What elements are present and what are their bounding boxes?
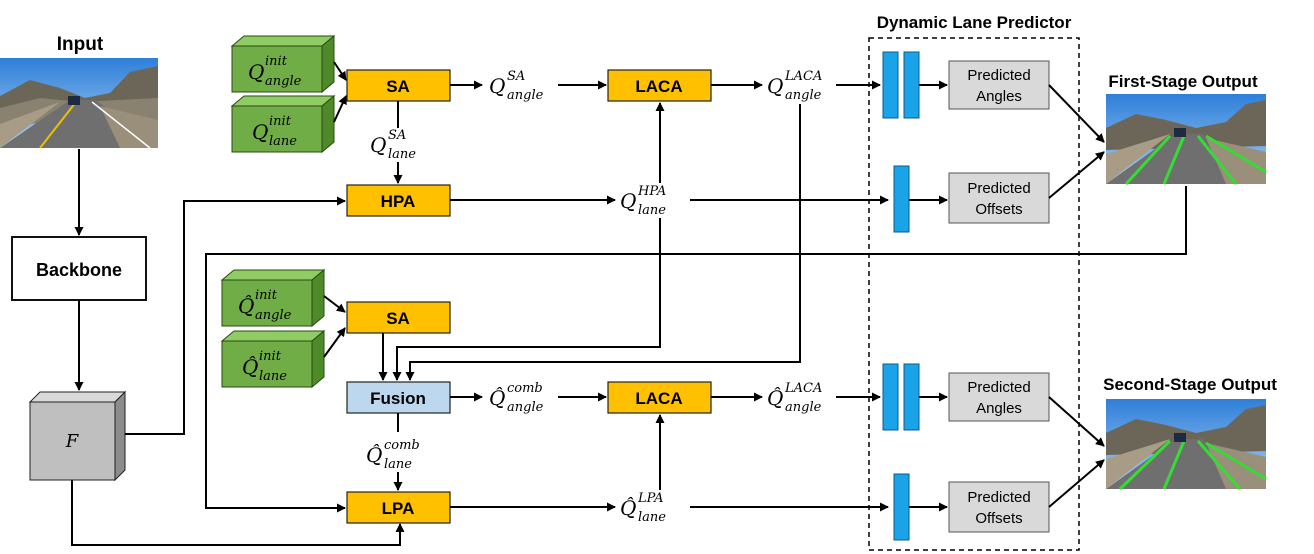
feature-cube	[28, 390, 127, 482]
sa-module-1	[346, 69, 451, 102]
svg-text:LACA: LACA	[784, 69, 822, 84]
fc-bar-angle-1a	[882, 51, 899, 119]
predictor-title: Dynamic Lane Predictor	[877, 13, 1072, 32]
laca-label-2: LACA	[635, 389, 682, 408]
predicted-angles-2-line1: Predicted	[967, 379, 1030, 396]
predicted-offsets-1	[948, 172, 1050, 224]
svg-text:init: init	[265, 54, 288, 69]
svg-text:SA: SA	[507, 69, 525, 84]
q-comb-angle: Q̂ comb angle	[489, 381, 544, 415]
svg-text:angle: angle	[507, 88, 544, 103]
q-comb-lane: Q̂ comb lane	[366, 438, 420, 472]
svg-text:Q̂: Q̂	[767, 386, 783, 410]
svg-text:Q: Q	[370, 133, 386, 157]
q-init-angle-1: Q init angle	[248, 54, 302, 89]
feature-label: F	[65, 431, 80, 452]
svg-text:lane: lane	[638, 510, 666, 525]
predicted-angles-1-line1: Predicted	[967, 67, 1030, 84]
backbone-label: Backbone	[36, 260, 122, 280]
q-laca-angle-1: Q LACA angle	[767, 69, 822, 103]
lpa-module	[346, 491, 451, 524]
query-cube-angle-1	[230, 34, 336, 94]
first-stage-output-image	[1106, 94, 1267, 186]
fc-bar-offset-1	[893, 165, 910, 233]
svg-text:init: init	[259, 349, 282, 364]
query-cube-lane-2	[220, 329, 326, 389]
svg-text:Q: Q	[767, 74, 783, 98]
svg-text:Q: Q	[248, 60, 264, 84]
input-image	[0, 58, 158, 149]
svg-text:angle: angle	[507, 400, 544, 415]
sa-label-2: SA	[386, 309, 410, 328]
second-stage-output-image	[1106, 399, 1267, 491]
q-sa-angle: Q SA angle	[489, 69, 544, 103]
svg-text:SA: SA	[388, 128, 406, 143]
q-sa-lane: Q SA lane	[370, 128, 416, 162]
fc-bar-offset-2	[893, 473, 910, 541]
fusion-module	[346, 381, 451, 414]
predicted-offsets-2-line1: Predicted	[967, 489, 1030, 506]
svg-text:Q̂: Q̂	[366, 443, 382, 467]
fc-bar-angle-2b	[903, 363, 920, 431]
svg-text:lane: lane	[384, 457, 412, 472]
svg-text:init: init	[269, 114, 292, 129]
svg-text:Q: Q	[252, 120, 268, 144]
predicted-angles-1	[948, 60, 1050, 110]
lpa-label: LPA	[382, 499, 415, 518]
predicted-offsets-1-line1: Predicted	[967, 180, 1030, 197]
hpa-module	[346, 184, 451, 217]
q-init-lane-1: Q init lane	[252, 114, 297, 149]
svg-text:HPA: HPA	[637, 184, 666, 199]
svg-text:Q̂: Q̂	[242, 355, 258, 379]
input-label: Input	[57, 34, 104, 55]
first-stage-output-label: First-Stage Output	[1108, 72, 1258, 91]
svg-text:Q: Q	[489, 74, 505, 98]
svg-text:Q̂: Q̂	[620, 496, 636, 520]
svg-text:comb: comb	[384, 438, 420, 453]
sa-label-1: SA	[386, 77, 410, 96]
svg-text:Q̂: Q̂	[489, 386, 505, 410]
q-init-lane-2: Q̂ init lane	[242, 349, 287, 384]
predicted-angles-2-line2: Angles	[976, 400, 1022, 417]
svg-text:comb: comb	[507, 381, 543, 396]
svg-text:lane: lane	[269, 134, 297, 149]
svg-text:init: init	[255, 288, 278, 303]
second-stage-output-label: Second-Stage Output	[1103, 375, 1277, 394]
laca-module-2	[607, 381, 712, 414]
svg-text:Q: Q	[620, 189, 636, 213]
svg-text:LPA: LPA	[637, 491, 664, 506]
predicted-offsets-2	[948, 481, 1050, 533]
q-lpa-lane: Q̂ LPA lane	[620, 491, 666, 525]
dynamic-lane-predictor-box	[868, 37, 1080, 551]
hpa-label: HPA	[381, 192, 416, 211]
query-cube-angle-2	[220, 268, 326, 328]
predicted-angles-1-line2: Angles	[976, 88, 1022, 105]
query-cube-lane-1	[230, 94, 336, 154]
fusion-label: Fusion	[370, 389, 426, 408]
q-laca-angle-2: Q̂ LACA angle	[767, 381, 822, 415]
svg-text:lane: lane	[259, 369, 287, 384]
q-init-angle-2: Q̂ init angle	[238, 288, 292, 323]
fc-bar-angle-1b	[903, 51, 920, 119]
svg-text:angle: angle	[265, 74, 302, 89]
svg-text:LACA: LACA	[784, 381, 822, 396]
q-hpa-lane: Q HPA lane	[620, 184, 666, 218]
svg-text:angle: angle	[785, 88, 822, 103]
laca-label-1: LACA	[635, 77, 682, 96]
fc-bar-angle-2a	[882, 363, 899, 431]
svg-text:Q̂: Q̂	[238, 294, 254, 318]
svg-text:lane: lane	[388, 147, 416, 162]
svg-text:angle: angle	[255, 308, 292, 323]
svg-text:angle: angle	[785, 400, 822, 415]
predicted-offsets-1-line2: Offsets	[975, 201, 1022, 218]
svg-text:lane: lane	[638, 203, 666, 218]
predicted-offsets-2-line2: Offsets	[975, 510, 1022, 527]
sa-module-2	[346, 301, 451, 334]
backbone-box	[11, 236, 147, 301]
